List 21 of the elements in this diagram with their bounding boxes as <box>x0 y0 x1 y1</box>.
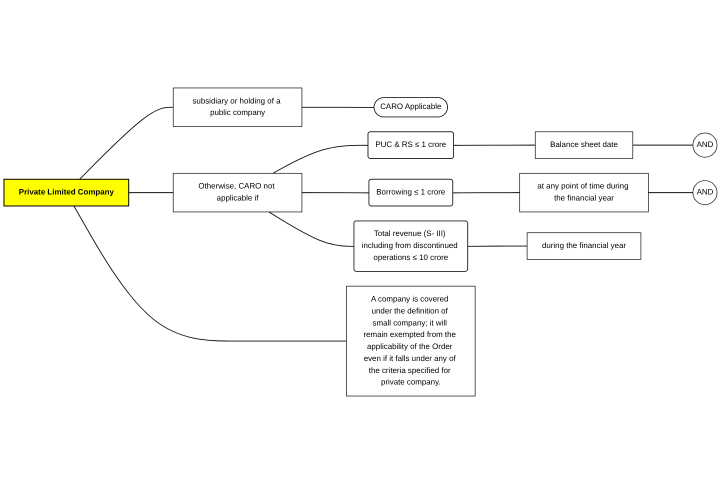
connector <box>272 144 369 174</box>
node-box <box>172 87 302 126</box>
connector <box>453 144 536 146</box>
node-circle <box>692 180 718 205</box>
node-box <box>534 130 634 158</box>
connector <box>301 106 375 108</box>
node-box <box>519 172 649 212</box>
connector <box>74 205 347 342</box>
connector <box>632 144 694 146</box>
connector <box>128 192 174 193</box>
connector <box>468 245 528 246</box>
connector <box>452 192 520 193</box>
node-box <box>172 172 302 212</box>
connector <box>79 106 174 180</box>
node-box <box>3 178 130 206</box>
node-box <box>526 232 642 260</box>
connector <box>301 192 370 193</box>
node-circle <box>692 132 718 158</box>
node-box <box>346 285 476 396</box>
connector <box>648 192 694 193</box>
connector <box>268 211 355 246</box>
